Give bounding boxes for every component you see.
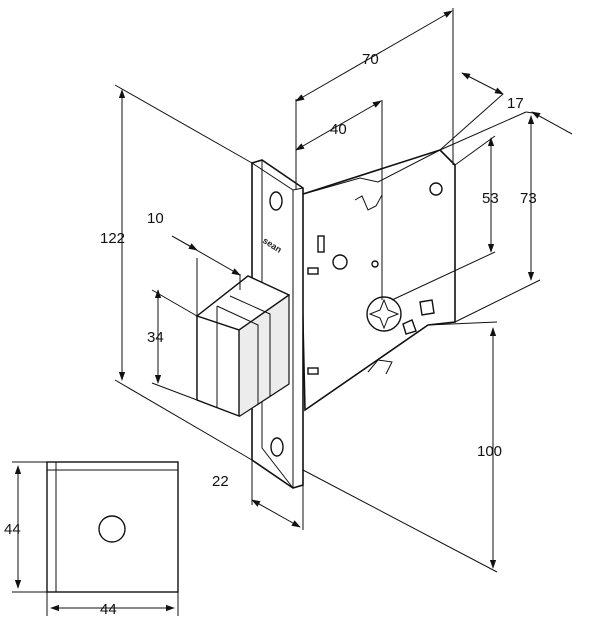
case-fixing-hole-top	[429, 182, 443, 196]
dim-faceplate-offset: 22	[212, 460, 304, 530]
dim-latch-width: 10	[147, 210, 241, 316]
dim-label-44-width: 44	[100, 601, 117, 618]
dim-label-70: 70	[362, 51, 379, 68]
dim-label-73: 73	[520, 190, 537, 207]
lock-case	[299, 149, 456, 412]
dim-label-22: 22	[212, 473, 229, 490]
dim-rosette-height: 44	[4, 461, 47, 593]
dim-case-height: 73	[454, 111, 541, 323]
dim-label-40: 40	[330, 121, 347, 138]
dim-latch-height: 34	[147, 289, 198, 401]
dim-label-44-height: 44	[4, 521, 21, 538]
dim-overall-height: 122	[100, 84, 253, 461]
dim-follower-height: 53	[391, 135, 499, 301]
dim-label-122: 122	[100, 230, 125, 247]
rosette	[46, 461, 179, 593]
rosette-spindle-hole	[98, 515, 126, 543]
dim-label-10: 10	[147, 210, 164, 227]
case-square-opening-1	[419, 299, 435, 316]
case-pin	[371, 260, 379, 268]
dim-lower-height: 100	[302, 321, 502, 573]
case-slot-3	[307, 367, 319, 375]
faceplate-screw-hole-bottom	[270, 437, 284, 457]
dim-case-thickness: 17	[439, 72, 573, 151]
dim-label-53: 53	[482, 190, 499, 207]
dim-backset-inner: 40	[295, 100, 383, 300]
case-spring-tab	[367, 359, 393, 375]
follower-hub	[366, 296, 402, 332]
case-square-opening-2	[402, 319, 417, 335]
faceplate-screw-hole-top	[269, 191, 283, 211]
dim-rosette-width: 44	[46, 592, 179, 618]
case-rivet	[332, 254, 348, 270]
dim-label-100: 100	[477, 443, 502, 460]
dim-label-34: 34	[147, 329, 164, 346]
case-slot-2	[307, 267, 319, 275]
case-slot-1	[317, 235, 325, 253]
dim-label-17: 17	[507, 95, 524, 112]
